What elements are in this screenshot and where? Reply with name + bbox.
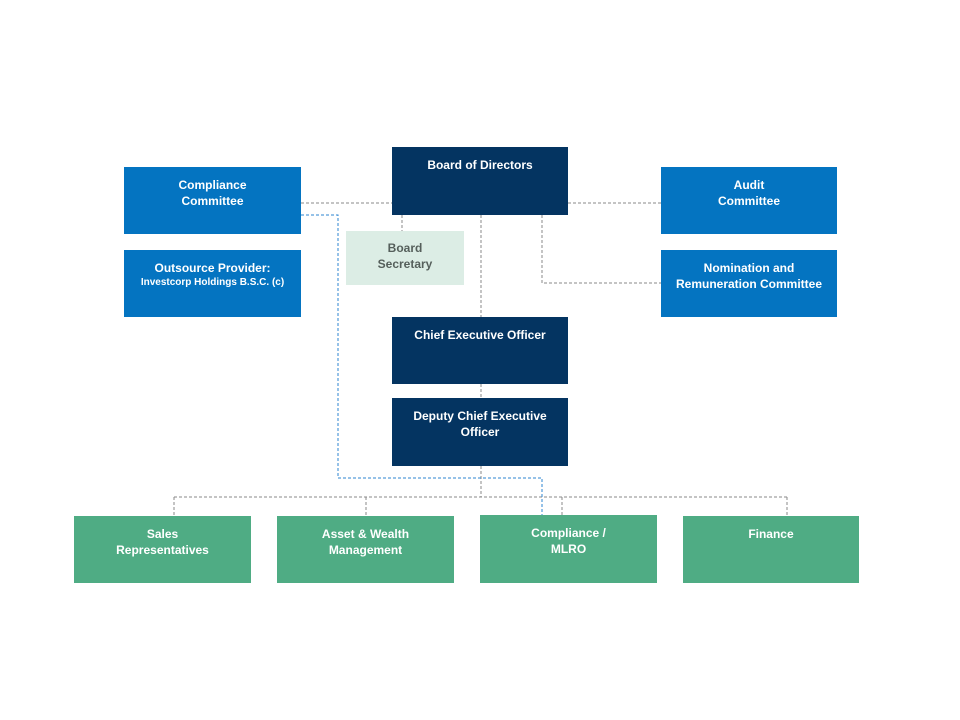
deputy-ceo-label-line1: Deputy Chief Executive xyxy=(413,409,547,423)
board-secretary-box: Board Secretary xyxy=(346,231,464,285)
chief-executive-officer-box: Chief Executive Officer xyxy=(392,317,568,384)
board-secretary-label-line1: Board xyxy=(387,241,423,255)
audit-committee-box: Audit Committee xyxy=(661,167,837,234)
sales-representatives-box: Sales Representatives xyxy=(74,516,251,583)
compliance-mlro-label-line1: Compliance / xyxy=(531,526,606,540)
compliance-committee-label-line2: Committee xyxy=(181,194,244,208)
nomination-committee-label-line2: Remuneration Committee xyxy=(675,277,823,291)
compliance-mlro-box: Compliance / MLRO xyxy=(480,515,657,583)
connector-compliance-committee-mlro xyxy=(301,214,543,515)
nomination-remuneration-committee-box: Nomination and Remuneration Committee xyxy=(661,250,837,317)
asset-wealth-management-box: Asset & Wealth Management xyxy=(277,516,454,583)
asset-wealth-label-line1: Asset & Wealth xyxy=(321,527,410,541)
ceo-label: Chief Executive Officer xyxy=(414,328,546,342)
audit-committee-label-line2: Committee xyxy=(717,194,780,208)
finance-label: Finance xyxy=(748,527,794,541)
board-secretary-label-line2: Secretary xyxy=(377,257,433,271)
asset-wealth-label-line2: Management xyxy=(328,543,403,557)
outsource-provider-box: Outsource Provider: Investcorp Holdings … xyxy=(124,250,301,317)
sales-label-line1: Sales xyxy=(146,527,179,541)
deputy-ceo-label-line2: Officer xyxy=(460,425,500,439)
finance-box: Finance xyxy=(683,516,859,583)
compliance-committee-label-line1: Compliance xyxy=(178,178,247,192)
sales-label-line2: Representatives xyxy=(116,543,209,557)
outsource-provider-label-line1: Outsource Provider: xyxy=(154,261,271,275)
board-of-directors-label: Board of Directors xyxy=(427,158,533,172)
compliance-mlro-label-line2: MLRO xyxy=(550,542,587,556)
compliance-committee-box: Compliance Committee xyxy=(124,167,301,234)
audit-committee-label-line1: Audit xyxy=(733,178,765,192)
outsource-provider-label-line2: Investcorp Holdings B.S.C. (c) xyxy=(140,277,285,288)
deputy-chief-executive-officer-box: Deputy Chief Executive Officer xyxy=(392,398,568,466)
nomination-committee-label-line1: Nomination and xyxy=(703,261,795,275)
board-of-directors-box: Board of Directors xyxy=(392,147,568,215)
connector-board-nomination-committee xyxy=(541,215,661,284)
